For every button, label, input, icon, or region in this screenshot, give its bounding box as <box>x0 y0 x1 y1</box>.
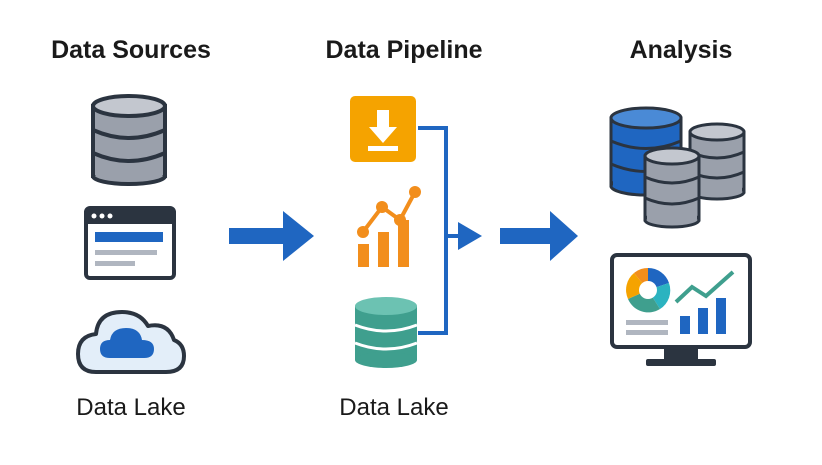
pipeline-connector <box>418 126 460 335</box>
flow-arrow-icon <box>500 211 578 261</box>
analysis-heading: Analysis <box>629 36 733 64</box>
pipeline-database-icon <box>354 297 418 368</box>
pipeline-download-icon <box>350 96 416 162</box>
analysis-databases-icon <box>609 106 746 229</box>
pipeline-growth-chart-icon <box>357 186 421 267</box>
source-browser-icon <box>84 206 176 280</box>
source-database-icon <box>91 94 167 186</box>
pipeline-caption: Data Lake <box>339 394 449 421</box>
flow-arrow-icon <box>229 211 314 261</box>
sources-caption: Data Lake <box>76 394 186 421</box>
sources-heading: Data Sources <box>51 36 211 64</box>
source-cloud-icon <box>76 310 186 374</box>
connector-arrowhead-icon <box>458 222 482 250</box>
pipeline-heading: Data Pipeline <box>325 36 483 64</box>
analysis-dashboard-icon <box>610 253 752 366</box>
